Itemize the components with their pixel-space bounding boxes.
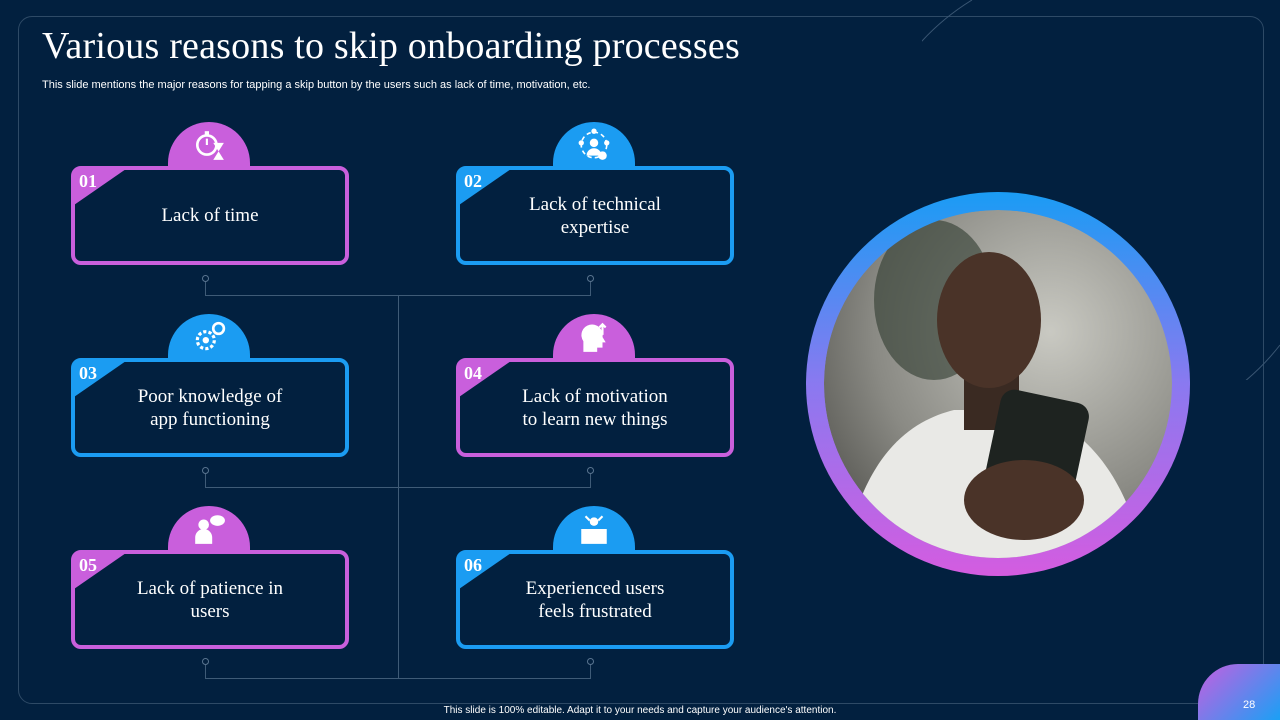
connector-stub <box>205 665 206 678</box>
gears-icon <box>195 321 226 351</box>
card-number: 06 <box>464 555 482 575</box>
page-number: 28 <box>1243 699 1256 711</box>
slide-title: Various reasons to skip onboarding proce… <box>42 25 740 67</box>
card-corner <box>74 169 126 205</box>
card-corner <box>459 361 511 397</box>
slide-subtitle: This slide mentions the major reasons fo… <box>42 79 591 91</box>
card-number: 05 <box>79 555 97 575</box>
card-number: 04 <box>464 363 482 383</box>
photo-ring <box>806 192 1190 576</box>
card-corner <box>74 361 126 397</box>
connector-stub <box>590 474 591 487</box>
reason-card-02: 02 Lack of technical expertise <box>456 166 734 265</box>
corner-decoration <box>1198 664 1280 720</box>
stopwatch-hourglass-icon <box>195 131 224 160</box>
card-number: 03 <box>79 363 97 383</box>
card-text: Lack of patience in users <box>136 577 284 622</box>
card-corner <box>459 553 511 589</box>
connector-stub <box>590 282 591 295</box>
connector-row-2 <box>205 487 591 488</box>
connector-dot <box>202 275 209 282</box>
head-brain-icon <box>581 322 607 352</box>
connector-dot <box>587 467 594 474</box>
connector-dot <box>202 658 209 665</box>
card-text: Lack of technical expertise <box>529 193 661 238</box>
footer-note: This slide is 100% editable. Adapt it to… <box>443 705 837 716</box>
slide-frame <box>18 16 1264 704</box>
connector-row-1 <box>205 295 591 296</box>
connector-dot <box>587 275 594 282</box>
card-corner <box>459 169 511 205</box>
woman-using-phone-photo <box>824 210 1172 558</box>
connector-dot <box>587 658 594 665</box>
card-number: 01 <box>79 171 97 191</box>
frustrated-user-desk-icon <box>581 515 607 544</box>
reason-card-04: 04 Lack of motivation to learn new thing… <box>456 358 734 457</box>
reason-card-03: 03 Poor knowledge of app functioning <box>71 358 349 457</box>
connector-stub <box>590 665 591 678</box>
card-number: 02 <box>464 171 482 191</box>
connector-stub <box>205 282 206 295</box>
connector-vertical <box>398 295 399 678</box>
user-gears-icon <box>578 128 610 160</box>
connector-stub <box>205 474 206 487</box>
reason-card-01: 01 Lack of time <box>71 166 349 265</box>
connector-dot <box>202 467 209 474</box>
user-chat-icon <box>195 515 225 544</box>
reason-card-06: 06 Experienced users feels frustrated <box>456 550 734 649</box>
card-text: Lack of time <box>161 205 259 226</box>
connector-row-3 <box>205 678 591 679</box>
card-corner <box>74 553 126 589</box>
card-text: Poor knowledge of app functioning <box>137 385 283 430</box>
reason-card-05: 05 Lack of patience in users <box>71 550 349 649</box>
card-text: Experienced users feels frustrated <box>525 577 665 622</box>
card-text: Lack of motivation to learn new things <box>522 385 668 430</box>
